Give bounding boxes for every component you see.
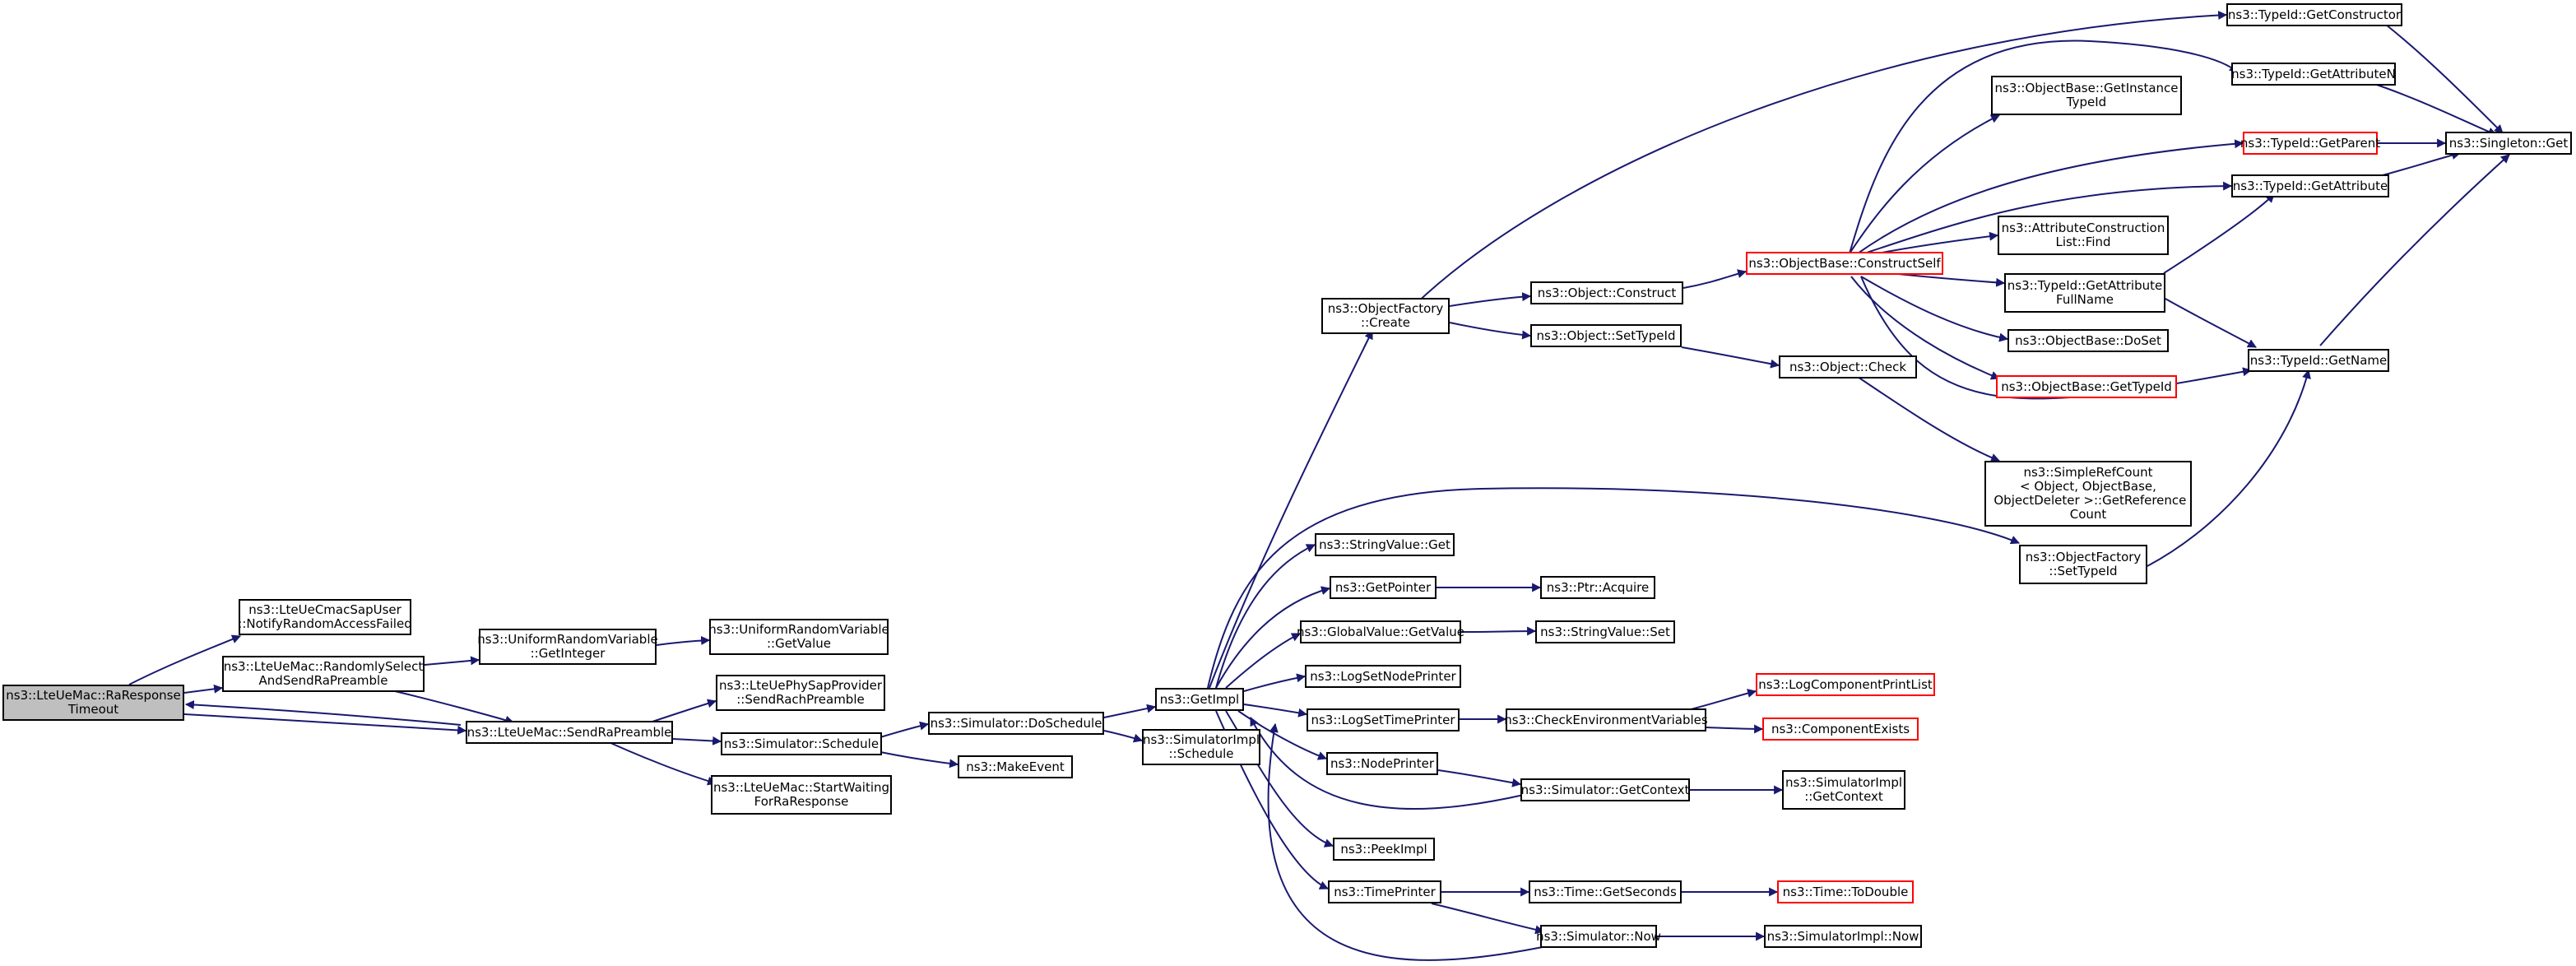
node-objconstruct[interactable]: ns3::Object::Construct <box>1530 281 1683 304</box>
node-getname[interactable]: ns3::TypeId::GetName <box>2248 349 2389 372</box>
edge-root-sendra <box>183 713 467 735</box>
node-getinsttid[interactable]: ns3::ObjectBase::GetInstance TypeId <box>1991 76 2182 115</box>
edge-gvget-strset <box>1460 626 1537 636</box>
node-timegetsec[interactable]: ns3::Time::GetSeconds <box>1529 880 1682 903</box>
edge-getimpl-nodeprinter <box>1237 710 1328 760</box>
edge-simnow-getimpl <box>1267 722 1548 961</box>
edge-constructself-getinsttid <box>1849 114 2000 254</box>
edge-sendra-root <box>184 700 462 726</box>
node-implnow[interactable]: ns3::SimulatorImpl::Now <box>1764 925 1922 948</box>
edge-ofcreate-getctor <box>1414 11 2228 305</box>
node-logcomp[interactable]: ns3::LogComponentPrintList <box>1756 673 1935 696</box>
node-getparent[interactable]: ns3::TypeId::GetParent <box>2240 132 2380 155</box>
node-simgetctx[interactable]: ns3::Simulator::GetContext <box>1520 778 1690 801</box>
edge-nodeprinter-simgetctx <box>1437 769 1522 787</box>
edge-constructself-getattrn <box>1849 39 2239 254</box>
node-compexists[interactable]: ns3::ComponentExists <box>1762 718 1919 741</box>
edge-sendra-sendrach <box>649 699 717 723</box>
edge-constructself-gettypeid <box>1850 276 2001 380</box>
node-logtime[interactable]: ns3::LogSetTimePrinter <box>1307 708 1460 731</box>
edge-root-notify <box>128 634 242 685</box>
node-sendra[interactable]: ns3::LteUeMac::SendRaPreamble <box>466 721 673 744</box>
edge-ofcreate-objconstruct <box>1449 292 1532 307</box>
edge-getimpl-gvget <box>1225 633 1301 689</box>
node-getval[interactable]: ns3::UniformRandomVariable ::GetValue <box>708 619 889 655</box>
edge-getattrfull-getattr <box>2163 193 2275 274</box>
node-getattr[interactable]: ns3::TypeId::GetAttribute <box>2231 174 2389 197</box>
edge-getimpl-ofsettid <box>1207 487 2021 689</box>
edge-getimpl-logtime <box>1243 704 1308 718</box>
node-getattrn[interactable]: ns3::TypeId::GetAttributeN <box>2231 63 2396 86</box>
edge-ofcreate-objsettid <box>1449 322 1532 340</box>
edge-getattr-singleton <box>2379 151 2462 177</box>
node-todouble[interactable]: ns3::Time::ToDouble <box>1777 880 1914 903</box>
node-implgetctx[interactable]: ns3::SimulatorImpl ::GetContext <box>1782 770 1905 810</box>
node-ofsettid[interactable]: ns3::ObjectFactory ::SetTypeId <box>2019 545 2147 584</box>
node-checkenv[interactable]: ns3::CheckEnvironmentVariables <box>1504 708 1708 731</box>
node-strset[interactable]: ns3::StringValue::Set <box>1535 620 1675 643</box>
edge-schedule-dosched <box>880 721 930 738</box>
edge-objsettid-objcheck <box>1681 346 1780 369</box>
node-attrfind[interactable]: ns3::AttributeConstruction List::Find <box>1998 216 2169 255</box>
node-strget[interactable]: ns3::StringValue::Get <box>1315 533 1455 556</box>
edge-randsel-sendra <box>394 690 515 725</box>
edge-ofsettid-getname <box>2147 369 2311 567</box>
edge-getimpl-lognode <box>1243 673 1307 692</box>
node-simnow[interactable]: ns3::Simulator::Now <box>1536 925 1661 948</box>
node-doset[interactable]: ns3::ObjectBase::DoSet <box>2007 329 2169 352</box>
node-constructself[interactable]: ns3::ObjectBase::ConstructSelf <box>1746 252 1943 275</box>
node-notify[interactable]: ns3::LteUeCmacSapUser ::NotifyRandomAcce… <box>238 599 412 635</box>
edge-getimpl-strget <box>1215 544 1316 689</box>
node-getctor[interactable]: ns3::TypeId::GetConstructor <box>2226 3 2402 26</box>
node-makeevent[interactable]: ns3::MakeEvent <box>958 755 1073 778</box>
node-dosched[interactable]: ns3::Simulator::DoSchedule <box>928 712 1104 735</box>
node-getattrfull[interactable]: ns3::TypeId::GetAttribute FullName <box>2004 273 2165 313</box>
edge-objconstruct-constructself <box>1683 269 1748 289</box>
edge-constructself-getattr <box>1864 181 2233 254</box>
node-simimplsched[interactable]: ns3::SimulatorImpl ::Schedule <box>1142 729 1260 765</box>
edge-simgetctx-getimpl <box>1250 717 1525 810</box>
node-peekimpl[interactable]: ns3::PeekImpl <box>1333 838 1435 861</box>
node-gvget[interactable]: ns3::GlobalValue::GetValue <box>1297 620 1464 643</box>
node-lognode[interactable]: ns3::LogSetNodePrinter <box>1305 665 1461 688</box>
node-sendrach[interactable]: ns3::LteUePhySapProvider ::SendRachPream… <box>716 675 885 711</box>
edge-constructself-doset <box>1860 276 2009 342</box>
edge-sendra-schedule <box>672 736 722 745</box>
node-timeprinter[interactable]: ns3::TimePrinter <box>1328 880 1441 903</box>
node-getint[interactable]: ns3::UniformRandomVariable ::GetInteger <box>477 629 658 665</box>
edge-sendra-startwait <box>608 741 717 786</box>
node-objsettid[interactable]: ns3::Object::SetTypeId <box>1530 324 1682 347</box>
edge-schedule-makeevent <box>880 751 959 769</box>
node-srcgetref[interactable]: ns3::SimpleRefCount < Object, ObjectBase… <box>1984 461 2192 527</box>
node-getptr[interactable]: ns3::GetPointer <box>1330 576 1437 599</box>
node-getimpl[interactable]: ns3::GetImpl <box>1155 688 1244 711</box>
edge-getname-singleton <box>2319 154 2510 346</box>
node-nodeprinter[interactable]: ns3::NodePrinter <box>1326 752 1438 775</box>
node-ofcreate[interactable]: ns3::ObjectFactory ::Create <box>1321 298 1450 334</box>
node-singleton[interactable]: ns3::Singleton::Get <box>2445 132 2572 155</box>
edge-root-randsel <box>183 684 224 694</box>
node-startwait[interactable]: ns3::LteUeMac::StartWaiting ForRaRespons… <box>711 775 892 815</box>
edge-getimpl-ofcreate <box>1209 330 1373 689</box>
node-gettypeid[interactable]: ns3::ObjectBase::GetTypeId <box>1996 375 2177 398</box>
node-schedule[interactable]: ns3::Simulator::Schedule <box>721 732 882 755</box>
edge-getattrfull-getname <box>2163 297 2257 348</box>
edge-getattrn-singleton <box>2369 81 2498 137</box>
edge-constructself-getparent <box>1857 139 2244 254</box>
edge-timeprinter-simnow <box>1431 903 1545 935</box>
node-ptracq[interactable]: ns3::Ptr::Acquire <box>1540 576 1655 599</box>
edge-randsel-getint <box>424 656 480 666</box>
edge-objcheck-srcgetref <box>1857 376 2001 462</box>
edge-dosched-getimpl <box>1103 704 1157 718</box>
edge-getimpl-getptr <box>1215 586 1331 689</box>
edge-getint-getval <box>656 635 711 646</box>
node-randsel[interactable]: ns3::LteUeMac::RandomlySelect AndSendRaP… <box>222 656 425 692</box>
edge-getctor-singleton <box>2385 24 2504 134</box>
edge-checkenv-compexists <box>1706 724 1764 734</box>
edge-dosched-simimplsched <box>1103 730 1144 743</box>
node-root[interactable]: ns3::LteUeMac::RaResponse Timeout <box>2 685 184 721</box>
node-objcheck[interactable]: ns3::Object::Check <box>1779 355 1917 379</box>
